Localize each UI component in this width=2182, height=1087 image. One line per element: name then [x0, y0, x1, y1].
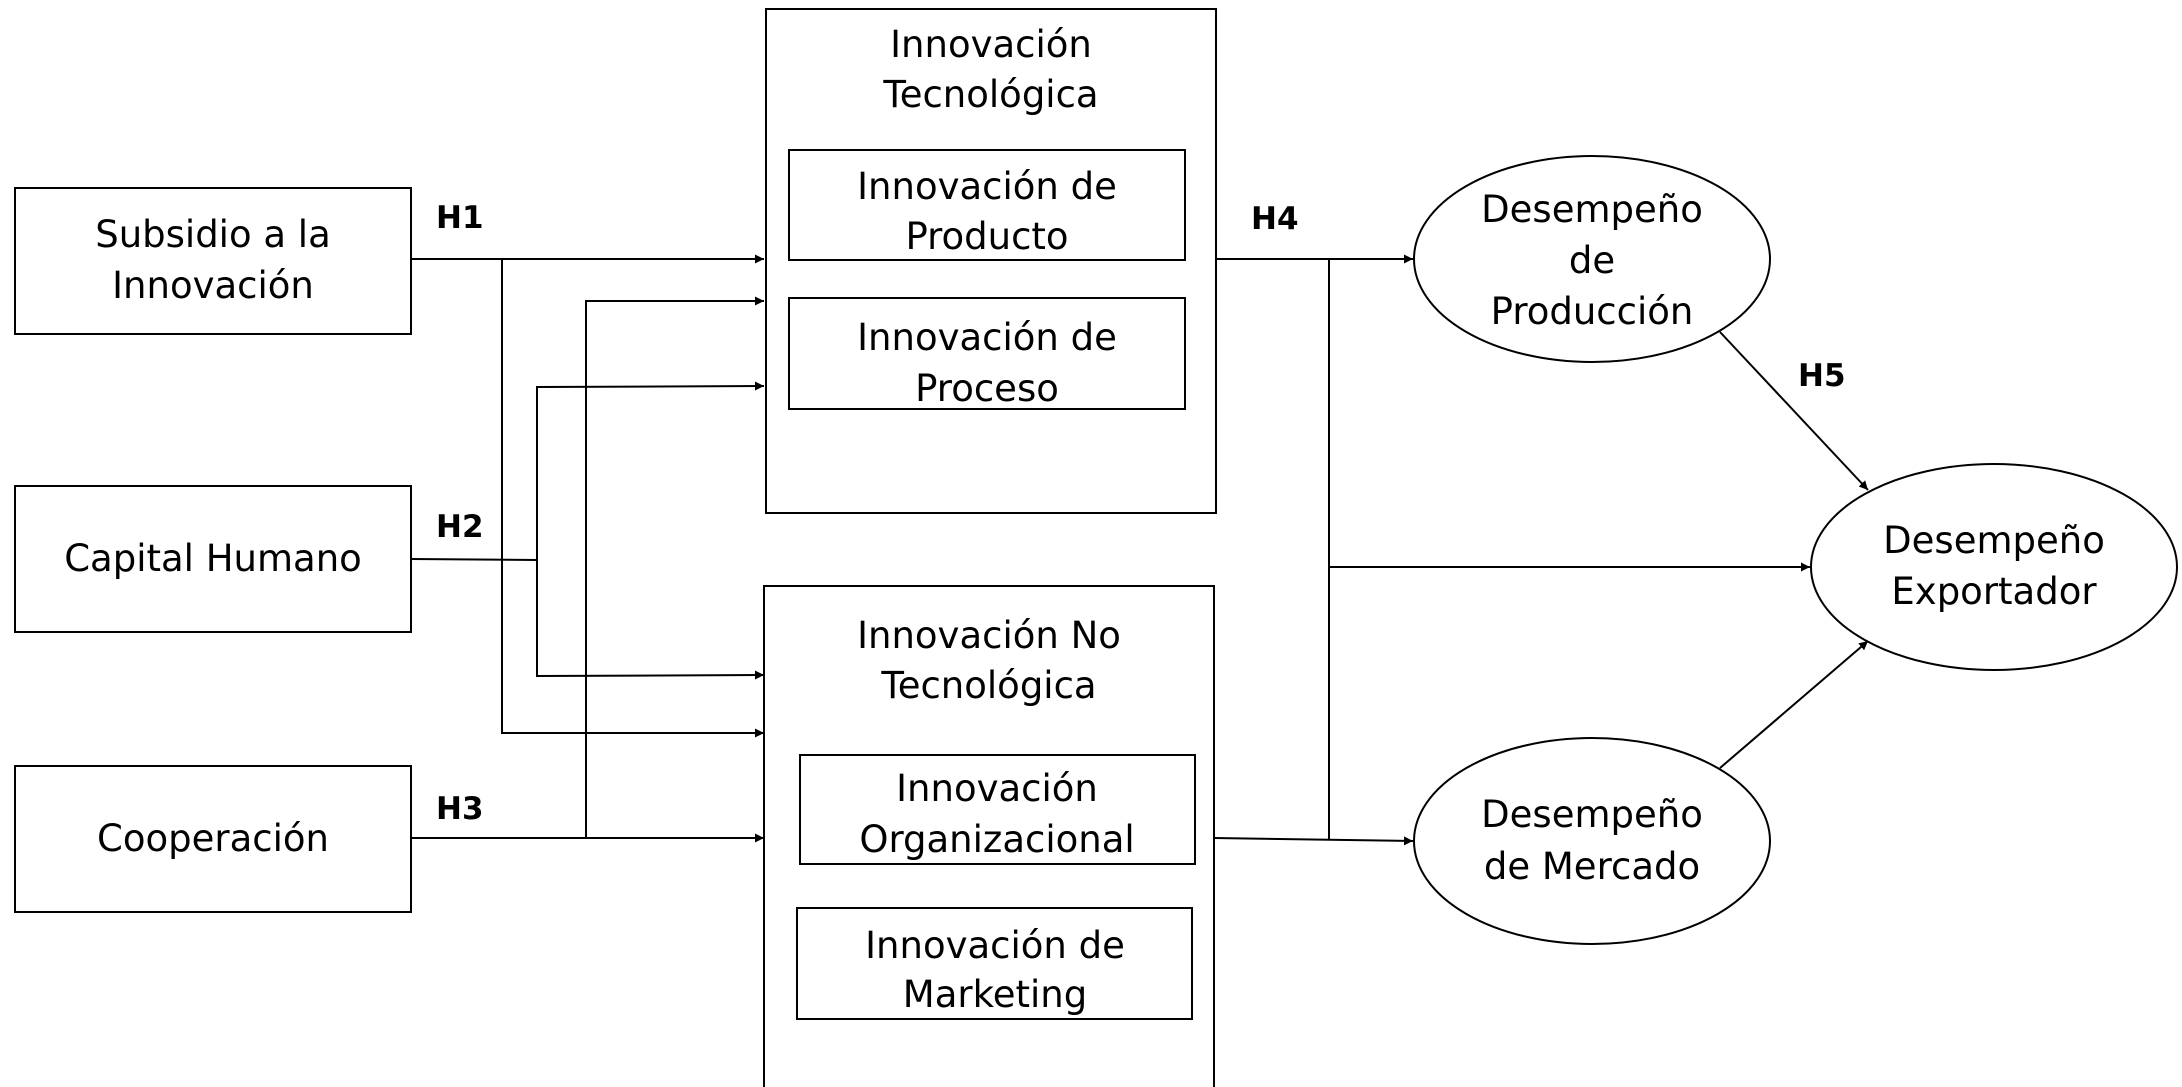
edge-mercado-to-exportador — [1719, 640, 1869, 769]
edge-subsidio-to-no-tecnologica — [501, 259, 764, 738]
node-desempeno-exportador: Desempeño Exportador — [1810, 463, 2178, 671]
node-mercado-line1: Desempeño — [1481, 793, 1703, 836]
node-producto-line1: Innovación de — [857, 165, 1117, 208]
hypothesis-label-h2: H2 — [436, 509, 484, 545]
node-produccion-line2: de — [1569, 239, 1615, 282]
edges-h1 — [411, 254, 764, 738]
node-marketing-line1: Innovación de — [865, 924, 1125, 967]
node-tecnologica-line2: Tecnológica — [882, 73, 1098, 116]
node-organizacional-line1: Innovación — [896, 767, 1098, 810]
node-desempeno-mercado: Desempeño de Mercado — [1413, 737, 1771, 945]
edge-cooperacion-to-tecnologica — [585, 296, 764, 838]
node-innovacion-marketing: Innovación de Marketing — [796, 907, 1193, 1020]
node-exportador-line1: Desempeño — [1883, 519, 2105, 562]
node-mercado-line2: de Mercado — [1484, 845, 1700, 888]
node-produccion-line3: Producción — [1491, 290, 1694, 333]
node-cooperacion-label: Cooperación — [97, 817, 329, 860]
hypothesis-label-h5: H5 — [1798, 358, 1846, 394]
edges-h5 — [1719, 331, 1869, 769]
node-producto-line2: Producto — [905, 215, 1068, 258]
node-tecnologica-line1: Innovación — [890, 23, 1092, 66]
edge-no-tecnologica-to-mercado — [1213, 836, 1414, 846]
node-capital-humano: Capital Humano — [14, 485, 412, 633]
node-exportador-line2: Exportador — [1891, 570, 2097, 613]
node-marketing-line2: Marketing — [903, 973, 1087, 1016]
node-innovacion-producto: Innovación de Producto — [788, 149, 1186, 261]
hypothesis-label-h3: H3 — [436, 791, 484, 827]
node-produccion-line1: Desempeño — [1481, 188, 1703, 231]
edge-capital-to-no-tecnologica — [536, 560, 765, 680]
node-organizacional-line2: Organizacional — [859, 818, 1134, 861]
node-cooperacion: Cooperación — [14, 765, 412, 913]
hypothesis-label-h1: H1 — [436, 200, 484, 236]
edges-h2 — [410, 381, 765, 680]
node-subsidio-line2: Innovación — [112, 264, 314, 307]
edge-capital-stem — [410, 558, 538, 561]
node-proceso-line1: Innovación de — [857, 316, 1117, 359]
node-capital-humano-label: Capital Humano — [64, 537, 362, 580]
edges-h3 — [411, 296, 764, 843]
node-subsidio: Subsidio a la Innovación — [14, 187, 412, 335]
node-no-tecnologica-line2: Tecnológica — [880, 664, 1096, 707]
node-desempeno-produccion: Desempeño de Producción — [1413, 155, 1771, 363]
edges-h4 — [1213, 254, 1810, 846]
node-no-tecnologica-line1: Innovación No — [857, 614, 1121, 657]
node-proceso-line2: Proceso — [915, 367, 1059, 410]
node-subsidio-line1: Subsidio a la — [95, 213, 331, 256]
hypothesis-label-h4: H4 — [1251, 201, 1299, 237]
edge-capital-to-tecnologica — [536, 381, 765, 560]
edge-produccion-to-exportador — [1719, 331, 1869, 491]
node-innovacion-proceso: Innovación de Proceso — [788, 297, 1186, 410]
node-innovacion-organizacional: Innovación Organizacional — [799, 754, 1196, 865]
